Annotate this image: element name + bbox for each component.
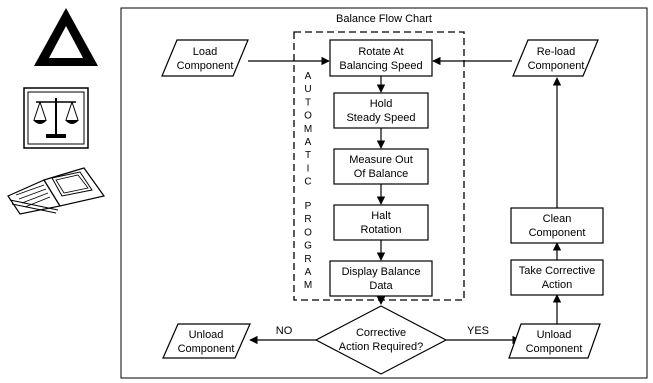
node-label-line: Action <box>542 279 573 291</box>
node-label-line: Take Corrective <box>519 265 595 277</box>
edge-label-yes: YES <box>467 325 489 337</box>
vertical-label-letter: R <box>304 254 311 265</box>
node-label-line: Steady Speed <box>346 112 415 124</box>
node-unload-component-left: Unload Component <box>162 323 251 359</box>
node-label-line: Balancing Speed <box>339 60 422 72</box>
node-label-line: Corrective <box>356 327 406 339</box>
vertical-label-letter: G <box>304 241 312 252</box>
node-label-line: Of Balance <box>354 168 408 180</box>
edge-label-no: NO <box>276 325 293 337</box>
vertical-label-letter: P <box>305 201 312 212</box>
chart-title: Balance Flow Chart <box>336 13 432 25</box>
node-rotate-at-balancing-speed: Rotate At Balancing Speed <box>329 39 433 77</box>
node-display-balance-data: Display Balance Data <box>329 260 433 297</box>
vertical-label-letter: M <box>304 124 312 135</box>
connectors <box>248 56 562 345</box>
vertical-label-letter: U <box>304 84 311 95</box>
node-label-line: Display Balance <box>342 266 421 278</box>
vertical-label-letter: O <box>304 227 312 238</box>
vertical-label-letter: A <box>305 267 312 278</box>
vertical-label-letter: A <box>305 137 312 148</box>
vertical-label-letter: T <box>305 150 311 161</box>
node-label-line: Rotate At <box>358 46 403 58</box>
node-label-line: Hold <box>370 98 393 110</box>
node-label-line: Unload <box>537 329 572 341</box>
balance-scale-icon <box>23 87 89 149</box>
open-book-icon <box>7 167 106 215</box>
node-unload-component-right: Unload Component <box>508 323 601 359</box>
warning-triangle-icon <box>34 8 98 66</box>
node-label-line: Component <box>177 60 234 72</box>
node-label-line: Measure Out <box>349 154 413 166</box>
vertical-label-letter: I <box>307 163 310 174</box>
node-label-line: Re-load <box>537 46 576 58</box>
vertical-label-letter: A <box>305 71 312 82</box>
node-reload-component: Re-load Component <box>512 39 599 77</box>
node-label-line: Halt <box>371 210 391 222</box>
vertical-label-letter: M <box>304 280 312 291</box>
node-halt-rotation: Halt Rotation <box>333 204 429 241</box>
node-load-component: Load Component <box>161 39 249 77</box>
node-label-line: Unload <box>189 329 224 341</box>
chart-frame <box>120 7 648 379</box>
node-label-line: Clean <box>543 213 572 225</box>
node-measure-out-of-balance: Measure Out Of Balance <box>333 148 429 185</box>
node-clean-component: Clean Component <box>510 207 604 244</box>
node-label-line: Component <box>526 343 583 355</box>
node-corrective-action-decision: Corrective Action Required? <box>314 305 448 375</box>
node-hold-steady-speed: Hold Steady Speed <box>333 92 429 129</box>
node-label-line: Component <box>528 60 585 72</box>
vertical-label-letter: T <box>305 97 311 108</box>
vertical-label-letter: C <box>304 177 311 188</box>
node-label-line: Load <box>193 46 217 58</box>
vertical-label-letter: R <box>304 214 311 225</box>
vertical-label-letter: O <box>304 111 312 122</box>
node-label-line: Component <box>178 343 235 355</box>
node-take-corrective-action: Take Corrective Action <box>510 259 604 296</box>
node-label-line: Data <box>369 280 393 292</box>
node-label-line: Rotation <box>361 224 402 236</box>
node-label-line: Action Required? <box>339 341 423 353</box>
node-label-line: Component <box>529 227 586 239</box>
